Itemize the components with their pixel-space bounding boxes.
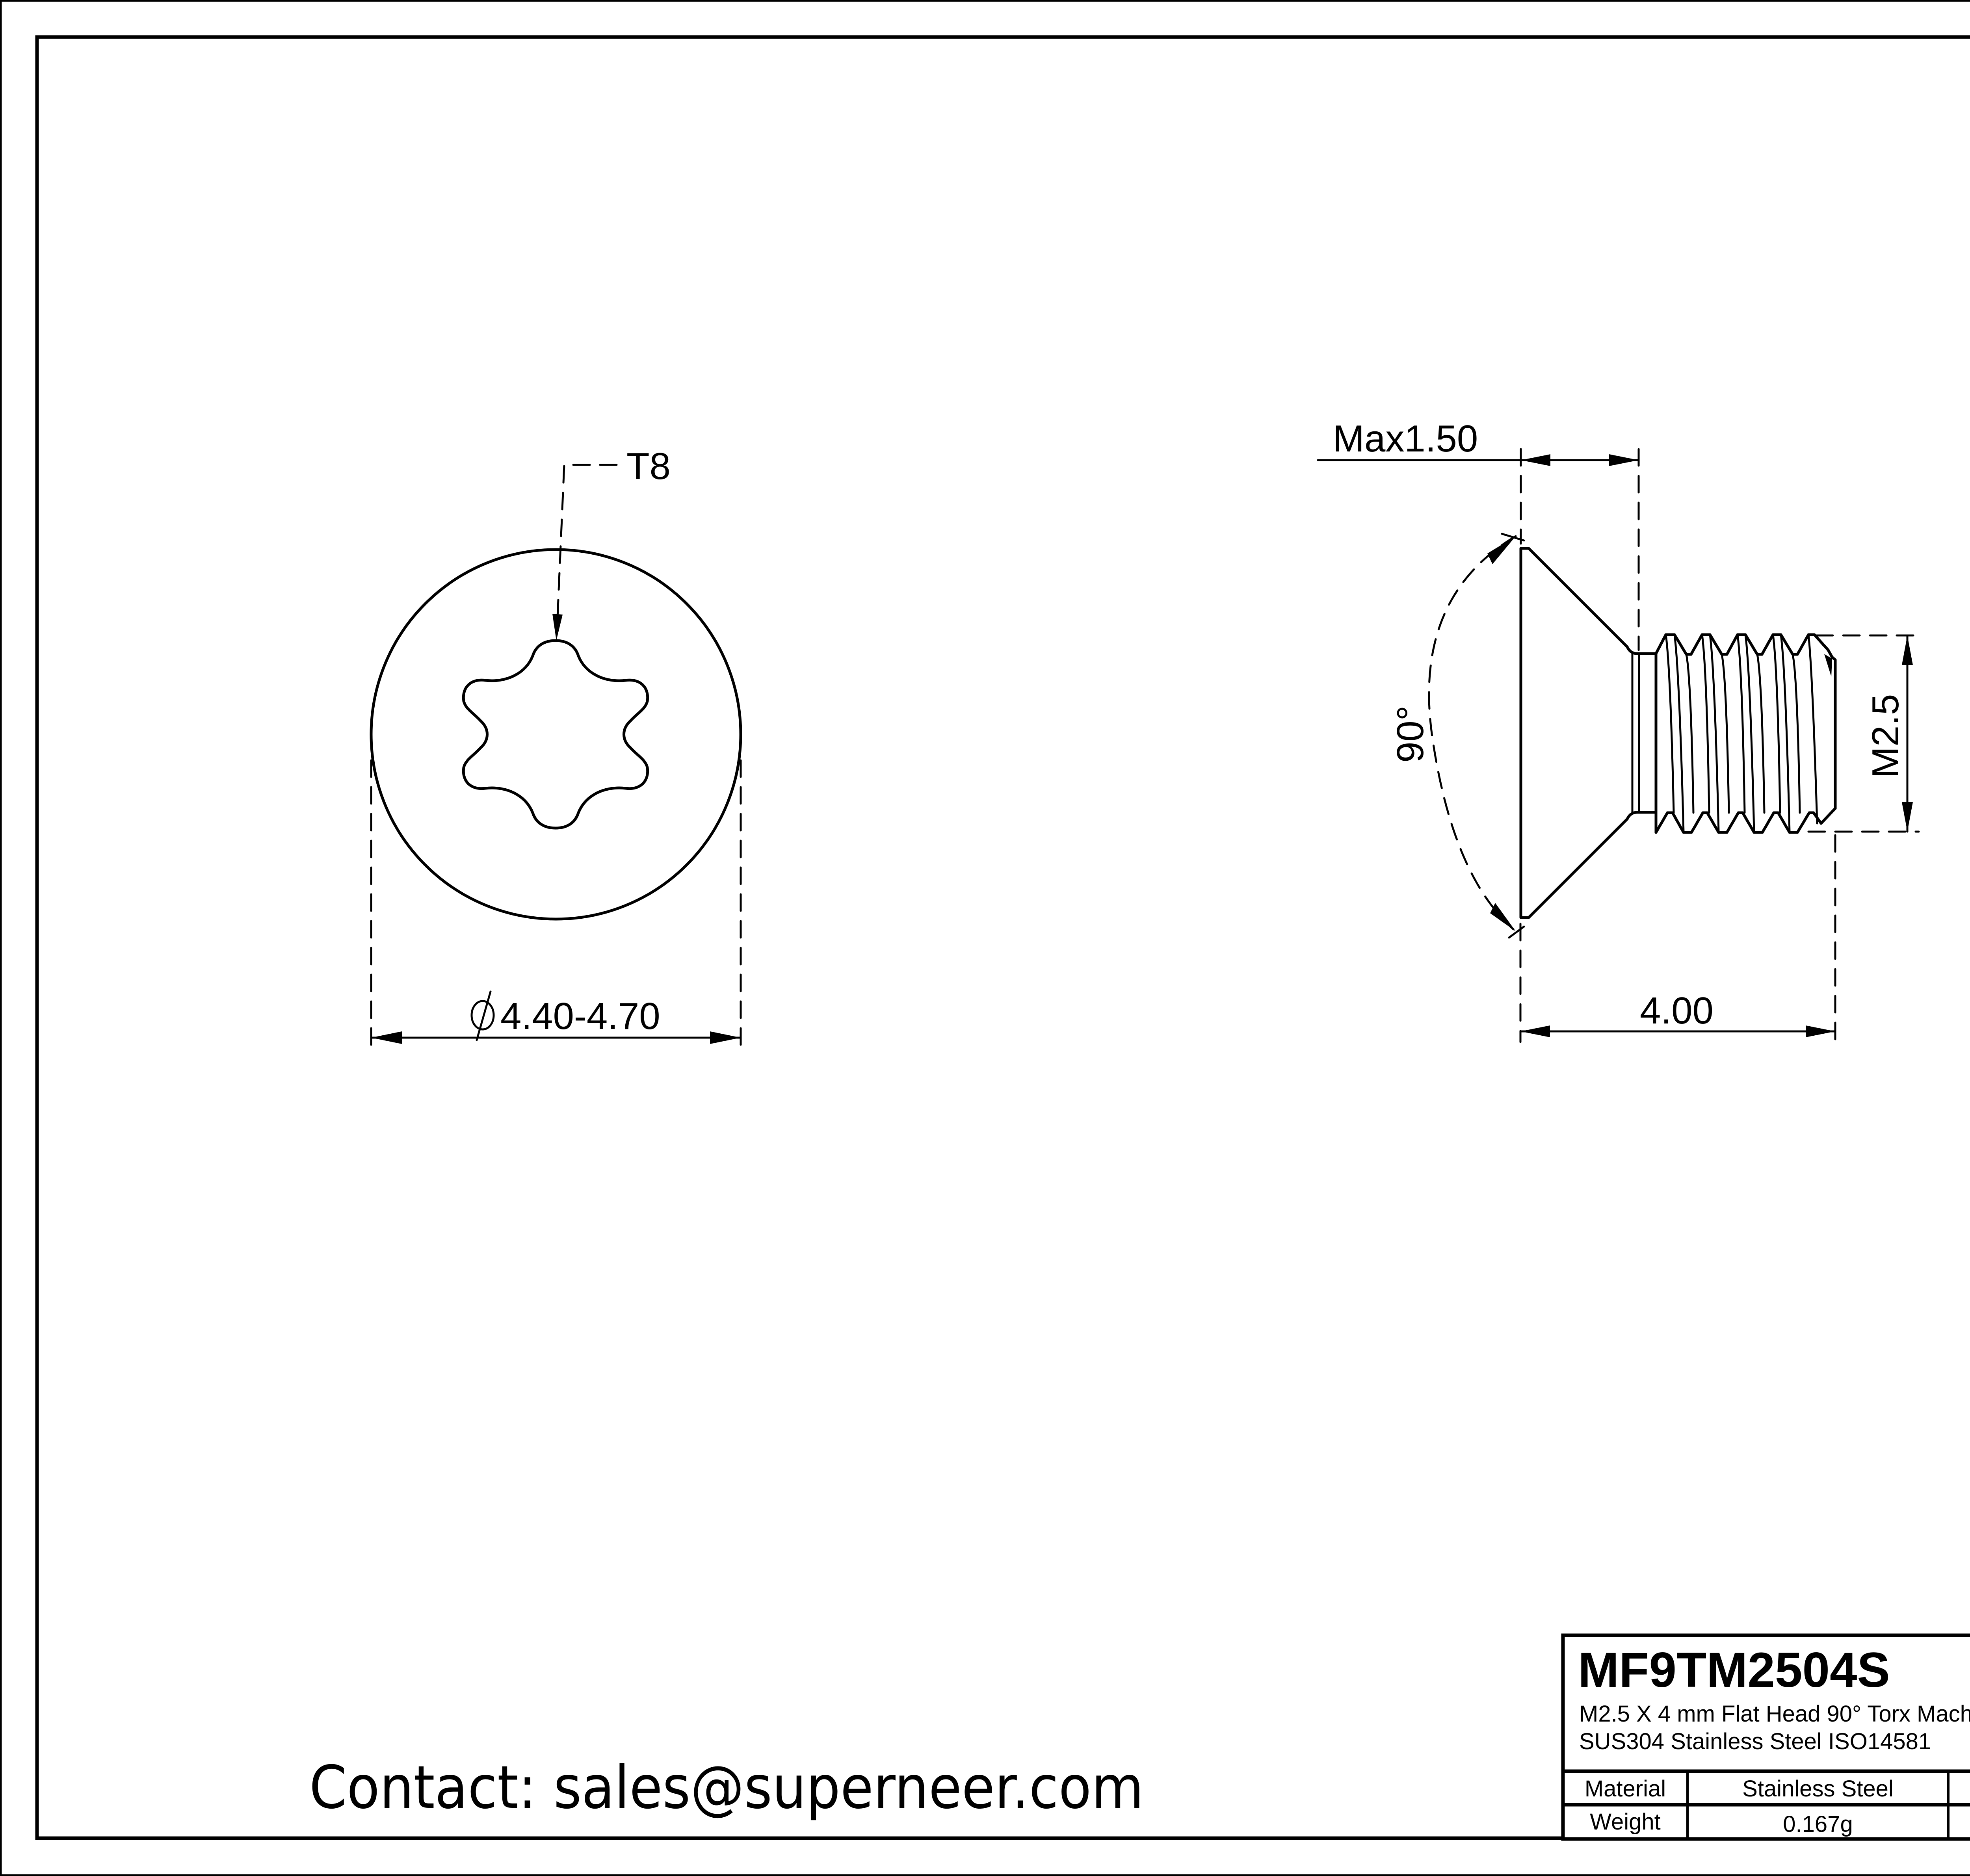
thread-top-profile bbox=[1654, 633, 1837, 661]
leader-arrowhead bbox=[552, 614, 563, 641]
side-view: Max1.50 90° M2.5 4.00 bbox=[1317, 418, 1920, 1043]
head-outline bbox=[370, 548, 742, 921]
dim-arrow-right bbox=[710, 1031, 741, 1044]
material-value: Stainless Steel bbox=[1742, 1776, 1894, 1802]
angle-dim-label: 90° bbox=[1389, 706, 1431, 763]
head-profile bbox=[1519, 547, 1658, 919]
weight-value: 0.167g bbox=[1783, 1811, 1853, 1837]
dim-arrow bbox=[1902, 635, 1913, 665]
diameter-dim-label: 4.40-4.70 bbox=[500, 995, 660, 1037]
material-label: Material bbox=[1585, 1776, 1666, 1802]
weight-label: Weight bbox=[1590, 1809, 1660, 1835]
description-line-2: SUS304 Stainless Steel ISO14581 bbox=[1579, 1729, 1931, 1754]
torx-recess-icon bbox=[462, 639, 649, 830]
inner-border bbox=[35, 35, 1970, 1840]
diameter-symbol-icon bbox=[470, 990, 495, 1041]
dim-arrow bbox=[1520, 1025, 1550, 1037]
thread-bottom-profile bbox=[1654, 807, 1837, 834]
angle-tick-top bbox=[1501, 533, 1525, 542]
length-dim-label: 4.00 bbox=[1640, 990, 1714, 1032]
angle-dim-arc bbox=[1428, 535, 1517, 932]
head-height-dim-label: Max1.50 bbox=[1333, 418, 1478, 460]
title-block: MF9TM2504S M2.5 X 4 mm Flat Head 90° Tor… bbox=[1561, 1633, 1970, 1841]
thread-end-arrow bbox=[1824, 654, 1832, 677]
angle-tick-bottom bbox=[1508, 925, 1525, 939]
part-number: MF9TM2504S bbox=[1578, 1643, 1890, 1698]
dim-arrow-left bbox=[371, 1031, 402, 1044]
dim-arrow bbox=[1609, 454, 1639, 466]
angle-arrow-top bbox=[1487, 536, 1516, 564]
thread-dim-label: M2.5 bbox=[1864, 694, 1907, 778]
angle-arrow-bottom bbox=[1490, 903, 1516, 931]
front-view: T8 4.40-4.70 bbox=[370, 445, 742, 1049]
description-line-1: M2.5 X 4 mm Flat Head 90° Torx Machine S… bbox=[1579, 1701, 1970, 1727]
dim-arrow bbox=[1806, 1025, 1835, 1037]
contact-text[interactable]: Contact: sales@superneer.com bbox=[309, 1753, 1144, 1822]
dim-arrow bbox=[1521, 454, 1550, 466]
thread-helix-lines bbox=[1665, 633, 1818, 834]
drive-leader-line bbox=[556, 464, 618, 628]
drive-callout-label: T8 bbox=[626, 445, 671, 487]
dim-arrow bbox=[1902, 802, 1913, 832]
